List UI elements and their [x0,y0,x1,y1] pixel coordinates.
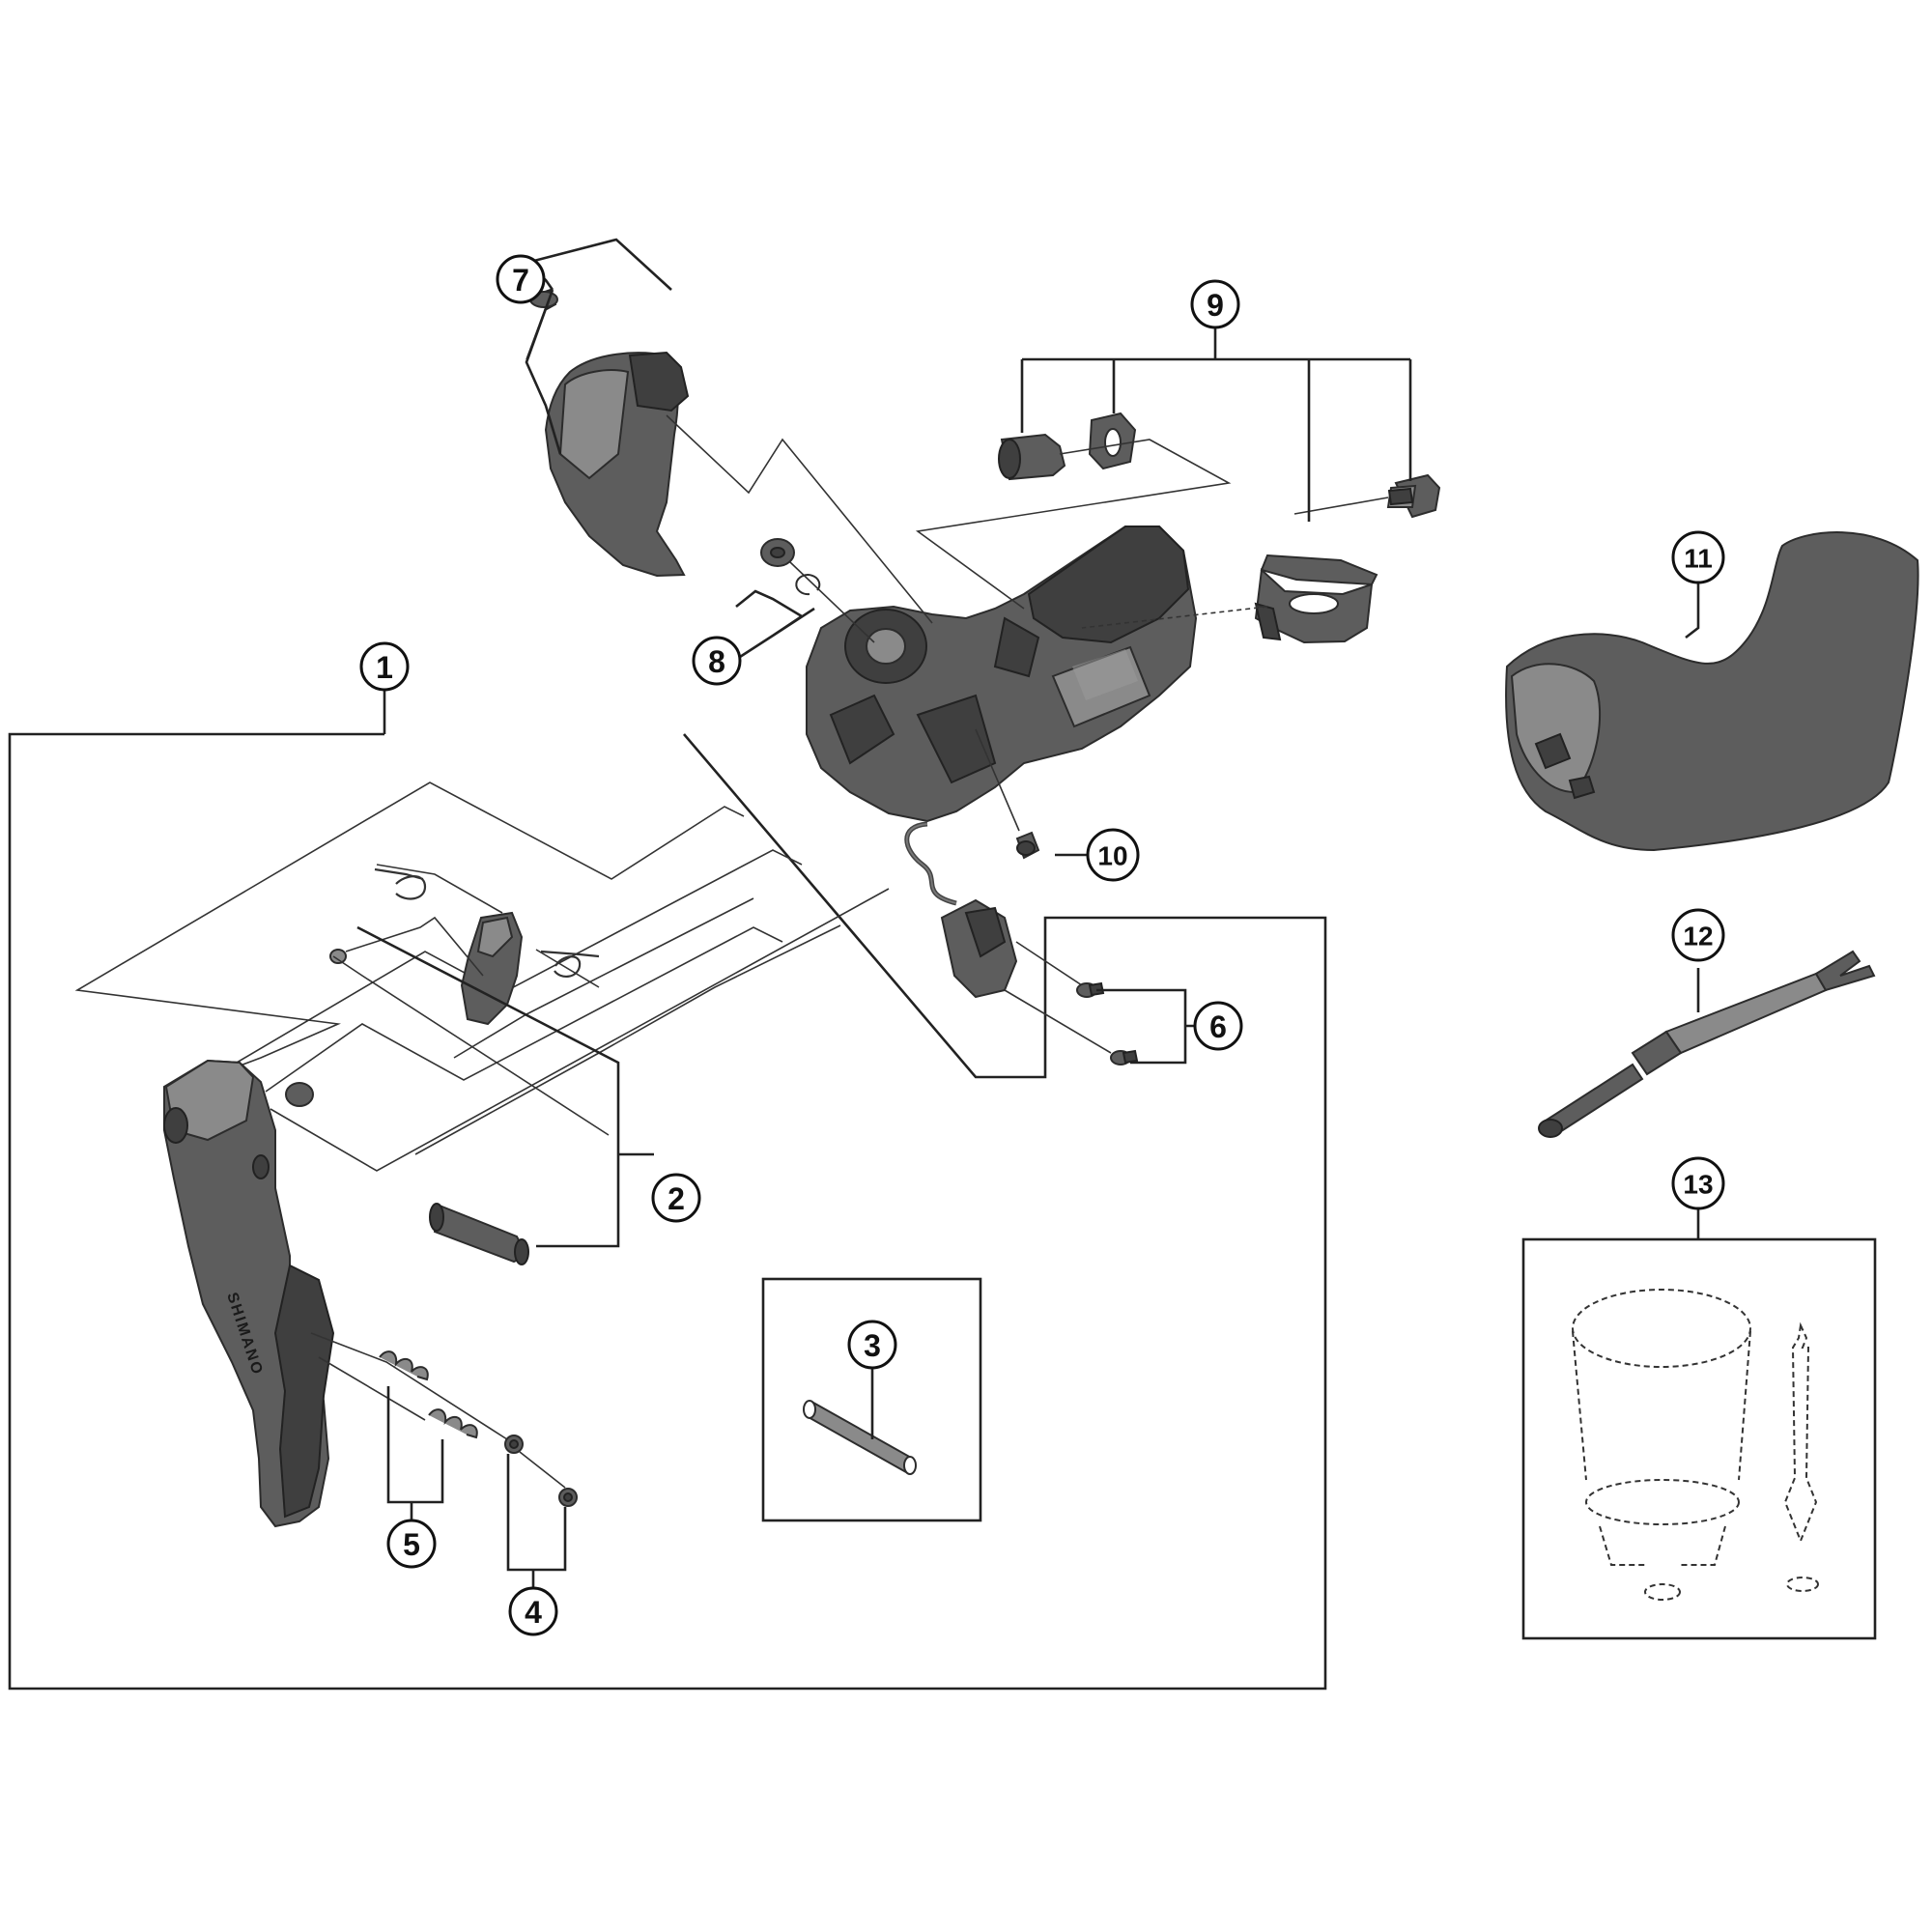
leader-lines [356,238,1700,1589]
callout-9-label: 9 [1207,288,1224,323]
callout-12-label: 12 [1683,922,1713,952]
tool-12 [1538,950,1876,1138]
tool-13-dashed [1572,1289,1819,1601]
callout-10-label: 10 [1097,841,1127,871]
guide-lines-lever [74,781,890,1172]
frame-tool-13 [1521,1237,1877,1640]
callout-13-label: 13 [1683,1170,1713,1200]
callout-2: 2 [651,1173,701,1223]
callout-4: 4 [508,1586,558,1636]
adjust-screw-10 [975,728,1040,860]
clamp-band-parts-9 [915,412,1441,644]
callout-5: 5 [386,1519,437,1569]
callout-10: 10 [1086,828,1140,882]
callout-9: 9 [1190,279,1240,329]
hood-cover-11 [1505,531,1919,852]
callout-3: 3 [847,1320,897,1370]
callout-8-label: 8 [708,644,725,679]
callout-4-label: 4 [525,1595,542,1630]
parts-8 [760,538,875,643]
callout-5-label: 5 [403,1527,420,1562]
connector-screws [1004,941,1139,1065]
pin-part-2 [429,1203,529,1265]
callout-7-label: 7 [512,263,529,298]
callout-6-label: 6 [1209,1009,1227,1044]
callout-6: 6 [1193,1001,1243,1051]
springs-part-5 [310,1332,508,1440]
callout-12: 12 [1671,908,1725,962]
callout-1-label: 1 [376,650,393,685]
ratchet-parts [329,864,610,1136]
wire-connector [904,821,1018,999]
shift-lever: SHIMANO [163,1059,335,1528]
callout-1: 1 [359,641,410,692]
bracket-body [806,526,1198,823]
frame-lever-assembly [8,732,1327,1690]
screws-part-4 [504,1435,578,1507]
cover-part-7 [526,288,933,624]
callout-2-label: 2 [668,1181,685,1216]
callout-13: 13 [1671,1156,1725,1210]
pin-part-3 [803,1400,917,1475]
callout-7: 7 [496,254,546,304]
frame-pin-3 [761,1277,982,1522]
callout-3-label: 3 [864,1328,881,1363]
callout-11-label: 11 [1684,544,1713,574]
callout-8: 8 [692,636,742,686]
callout-11: 11 [1671,530,1725,584]
